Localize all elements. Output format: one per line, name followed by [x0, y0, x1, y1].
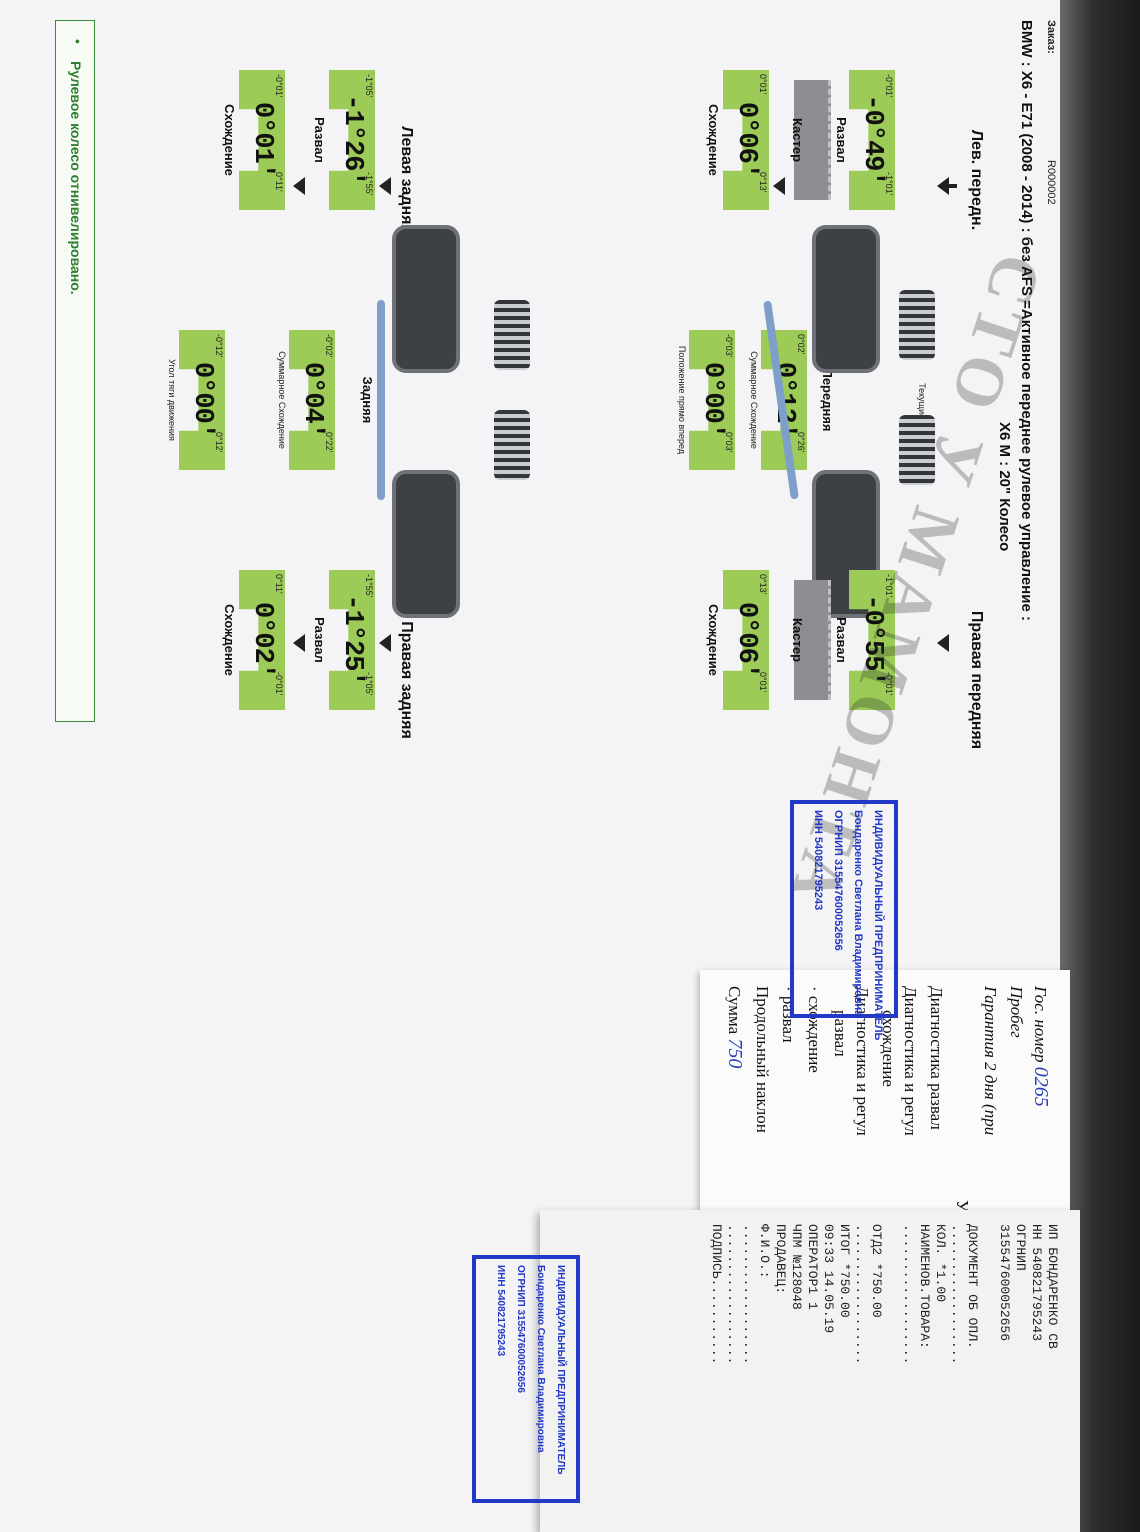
cheque-line: 09:33 14.05.19: [821, 1224, 836, 1334]
front-left-camber-label: Развал: [834, 117, 849, 163]
front-left-camber-value: -0°49': [857, 94, 887, 186]
arrow-down-icon: [293, 634, 305, 652]
stamp-line-2: Бондаренко Светлана Владимировна: [852, 810, 864, 1017]
rear-right-camber-label: Развал: [312, 617, 327, 663]
cheque-stamp-line-3: ОГРНИП 315547600052656: [515, 1265, 526, 1393]
cheque-line: ОТД2 *750.00: [869, 1224, 884, 1318]
stamp-line-3: ОГРНИП 315547600052656: [832, 810, 844, 951]
front-straight-label: Положение прямо вперед: [677, 345, 687, 455]
cheque-content: ИП БОНДАРЕНКО СВ НН 540821795243 ОГРНИП …: [540, 1210, 1080, 1532]
cheque-line: ..................: [901, 1224, 916, 1365]
rear-left-spring-icon: [494, 300, 530, 370]
rear-left-wheel-icon: [392, 225, 460, 373]
rear-right-toe-value: 0°02': [247, 601, 277, 678]
rear-total-toe-value: 0°04': [297, 361, 327, 438]
receipt-plate-label: Гос. номер: [1031, 986, 1050, 1063]
front-right-title: Правая передняя: [968, 610, 985, 750]
cheque-line: ПРОДАВЕЦ:: [773, 1224, 788, 1295]
footer-text: Рулевое колесо отнивелировано.: [68, 61, 84, 295]
rear-thrust-value: 0°00': [187, 361, 217, 438]
cheque-line: КОЛ. *1.00: [933, 1224, 948, 1303]
rear-total-toe-label: Суммарное Схождение: [277, 351, 287, 449]
cheque-line: ИП БОНДАРЕНКО СВ: [1045, 1224, 1060, 1349]
order-label: Заказ:: [1045, 20, 1057, 54]
receipt-line-mileage: Пробег: [1007, 986, 1026, 1038]
front-left-spring-icon: [899, 290, 935, 360]
rear-left-toe-label: Схождение: [222, 104, 237, 176]
rear-right-camber-value: -1°25': [337, 594, 367, 686]
front-left-wheel-icon: [812, 225, 880, 373]
rear-right-title: Правая задняя: [398, 621, 415, 739]
cheque-line: ..................: [741, 1224, 756, 1365]
receipt-sum-handwritten: 750: [724, 1038, 746, 1069]
receipt-line-plate: Гос. номер 0265: [1029, 986, 1052, 1107]
front-right-caster-label: Кастер: [790, 617, 805, 663]
receipt-line-1: Диагностика развал: [927, 986, 946, 1130]
rear-left-camber-label: Развал: [312, 117, 327, 163]
footer-bullet: •: [70, 39, 86, 44]
cheque-line: ..................: [725, 1224, 740, 1365]
receipt-sum-label: Сумма: [725, 986, 744, 1035]
receipt-line-sum: Сумма 750: [723, 986, 746, 1068]
cheque-line: ПОДПИСЬ...........: [709, 1224, 724, 1365]
front-left-toe-label: Схождение: [706, 104, 721, 176]
rear-right-toe-label: Схождение: [222, 604, 237, 676]
cheque-line: НАИМЕНОВ.ТОВАРА:: [917, 1224, 932, 1349]
rear-axle-title: Задняя: [360, 376, 375, 424]
rear-left-toe-value: 0°01': [247, 101, 277, 178]
cheque-stamp-line-4: ИНН 540821795243: [495, 1265, 506, 1357]
cheque-line: ИТОГ *750.00: [837, 1224, 852, 1318]
footer-note: • Рулевое колесо отнивелировано.: [55, 20, 95, 722]
arrow-down-icon: [379, 634, 391, 652]
arrow-down-icon: [937, 177, 949, 195]
rear-axle-link-icon: [377, 300, 385, 500]
rear-right-spring-icon: [494, 410, 530, 480]
stamp-line-1: ИНДИВИДУАЛЬНЫЙ ПРЕДПРИНИМАТЕЛЬ: [872, 810, 884, 1041]
stamp-line-4: ИНН 540821795243: [812, 810, 824, 911]
order-number: R000002: [1045, 160, 1057, 205]
cheque-line: 315547600052656: [997, 1224, 1012, 1342]
arrow-down-icon: [773, 177, 785, 195]
cheque-stamp-line-2: Бондаренко Светлана Владимировна: [535, 1265, 546, 1453]
front-left-caster-label: Кастер: [790, 117, 805, 163]
arrow-down-icon: [379, 177, 391, 195]
cheque-line: ОГРНИП: [1013, 1224, 1028, 1271]
rear-left-camber-value: -1°26': [337, 94, 367, 186]
cheque-stamp: ИНДИВИДУАЛЬНЫЙ ПРЕДПРИНИМАТЕЛЬ Бондаренк…: [472, 1255, 580, 1503]
receipt-plate-handwritten: 0265: [1030, 1066, 1052, 1107]
cheque-line: ЧПМ №128048: [789, 1224, 804, 1310]
receipt-line-8: Продольный наклон: [753, 986, 772, 1133]
cheque-line: ..................: [949, 1224, 964, 1365]
rear-thrust-label: Угол тяги движения: [167, 359, 177, 441]
cheque-line: Ф.И.О.:: [757, 1224, 772, 1279]
front-right-toe-label: Схождение: [706, 604, 721, 676]
cheque-line: ОПЕРАТОР1 1: [805, 1224, 820, 1310]
cash-register-cheque: ИП БОНДАРЕНКО СВ НН 540821795243 ОГРНИП …: [540, 1210, 1080, 1532]
front-right-caster-value: 0°06': [731, 601, 761, 678]
receipt-line-warranty: Гарантия 2 дня (при: [981, 986, 1000, 1136]
company-stamp: ИНДИВИДУАЛЬНЫЙ ПРЕДПРИНИМАТЕЛЬ Бондаренк…: [790, 800, 898, 1041]
front-total-toe-label: Суммарное Схождение: [749, 351, 759, 449]
cheque-line: ..................: [853, 1224, 868, 1365]
cheque-stamp-line-1: ИНДИВИДУАЛЬНЫЙ ПРЕДПРИНИМАТЕЛЬ: [555, 1265, 566, 1475]
receipt-line-2: Диагностика и регул: [901, 986, 920, 1136]
cheque-line: ДОКУМЕНТ ОБ ОПЛ.: [965, 1224, 980, 1349]
front-left-caster-value: 0°06': [731, 101, 761, 178]
front-straight-value: 0°00': [697, 361, 727, 438]
arrow-down-icon: [293, 177, 305, 195]
cheque-line: НН 540821795243: [1029, 1224, 1044, 1342]
